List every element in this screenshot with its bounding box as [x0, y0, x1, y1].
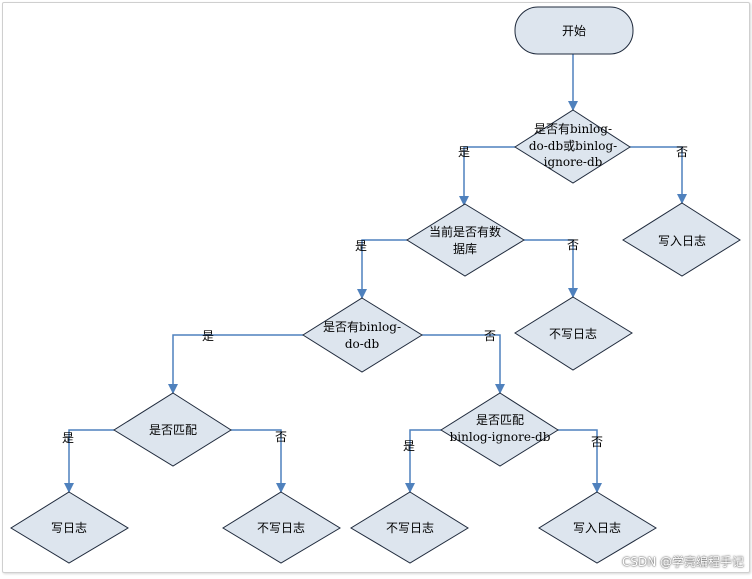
- d1-label-line3: ignore-db: [544, 155, 603, 169]
- no-write-2-label: 不写日志: [257, 521, 305, 535]
- decision-d1: [514, 109, 631, 184]
- process-write-log-1: [622, 202, 741, 277]
- label-d3-no: 否: [484, 329, 496, 343]
- edge-labels: 是 否 是 否 是 否 是 否 是 否: [62, 145, 688, 453]
- label-d1-yes: 是: [458, 145, 470, 159]
- decision-d2: [406, 203, 525, 277]
- d1-label-line2: do-db或binlog-: [529, 139, 617, 153]
- label-d4-yes: 是: [62, 431, 74, 445]
- decision-d5: [440, 392, 559, 467]
- d2-label-line1: 当前是否有数: [429, 224, 501, 239]
- label-d1-no: 否: [676, 145, 688, 159]
- process-no-write-1: [514, 296, 633, 371]
- shapes: [10, 6, 741, 564]
- process-write-log-3: [538, 491, 657, 564]
- d3-label-line2: do-db: [345, 337, 380, 351]
- edge-d5-no: [558, 429, 602, 493]
- write-log-1-label: 写入日志: [658, 234, 706, 248]
- edge-d3-yes: [168, 334, 303, 394]
- d1-label-line1: 是否有binlog-: [534, 122, 612, 136]
- no-write-1-label: 不写日志: [549, 327, 597, 341]
- label-d2-yes: 是: [355, 239, 367, 253]
- d4-label: 是否匹配: [149, 423, 197, 437]
- d2-label-line2: 据库: [453, 241, 477, 256]
- start-label: 开始: [562, 24, 586, 38]
- label-d3-yes: 是: [202, 329, 214, 343]
- process-write-log-2: [10, 491, 129, 564]
- decision-d4: [113, 392, 232, 467]
- write-log-2-label: 写日志: [51, 521, 87, 535]
- write-log-3-label: 写入日志: [573, 521, 621, 535]
- label-d4-no: 否: [275, 430, 287, 444]
- edge-d4-yes: [64, 429, 114, 493]
- edge-d5-yes: [405, 429, 441, 493]
- edge-d4-no: [231, 429, 286, 493]
- process-no-write-3: [350, 491, 469, 564]
- label-d5-yes: 是: [403, 439, 415, 453]
- edge-d1-yes: [459, 146, 515, 206]
- watermark: CSDN @学亮编程手记: [621, 555, 744, 569]
- no-write-3-label: 不写日志: [386, 521, 434, 535]
- d5-label-line1: 是否匹配: [476, 413, 524, 427]
- label-d5-no: 否: [591, 435, 603, 449]
- edge-d1-no: [630, 146, 687, 204]
- label-d2-no: 否: [567, 238, 579, 252]
- edge-d2-no: [524, 239, 578, 298]
- process-no-write-2: [222, 491, 341, 564]
- d5-label-line2: binlog-ignore-db: [450, 430, 551, 444]
- d3-label-line1: 是否有binlog-: [323, 320, 401, 334]
- node-labels: 开始 是否有binlog- do-db或binlog- ignore-db 写入…: [51, 24, 706, 535]
- connectors: [64, 54, 687, 493]
- edge-d3-no: [422, 334, 505, 394]
- edge-d2-yes: [357, 239, 407, 299]
- start-terminator: [514, 6, 634, 55]
- decision-d3: [302, 297, 423, 373]
